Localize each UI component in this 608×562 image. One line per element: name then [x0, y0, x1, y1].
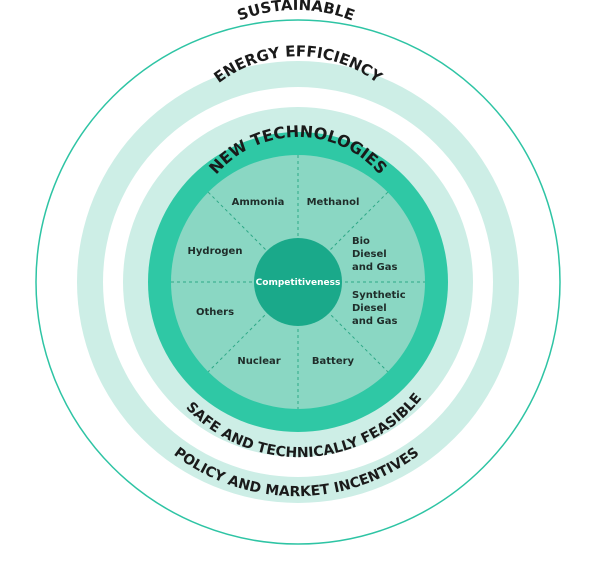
segment-label-2: Methanol — [307, 197, 360, 208]
segment-label-7: Others — [196, 307, 234, 318]
segment-label-line: Battery — [312, 356, 355, 367]
segment-label-line: Others — [196, 307, 234, 318]
segment-label-line: Synthetic — [352, 290, 406, 301]
segment-label-line: and Gas — [352, 316, 397, 327]
segment-label-line: Methanol — [307, 197, 360, 208]
segment-label-6: Nuclear — [237, 356, 280, 367]
segment-label-1: Ammonia — [232, 197, 285, 208]
center-circle — [254, 238, 342, 326]
segment-label-line: and Gas — [352, 262, 397, 273]
segment-label-line: Diesel — [352, 249, 387, 260]
segment-label-line: Bio — [352, 236, 370, 247]
segment-label-8: Hydrogen — [188, 246, 243, 257]
segment-label-line: Diesel — [352, 303, 387, 314]
segment-label-line: Ammonia — [232, 197, 285, 208]
segment-label-line: Hydrogen — [188, 246, 243, 257]
segment-label-line: Nuclear — [237, 356, 280, 367]
center-label: Competitiveness — [256, 278, 341, 288]
segment-label-5: Battery — [312, 356, 355, 367]
